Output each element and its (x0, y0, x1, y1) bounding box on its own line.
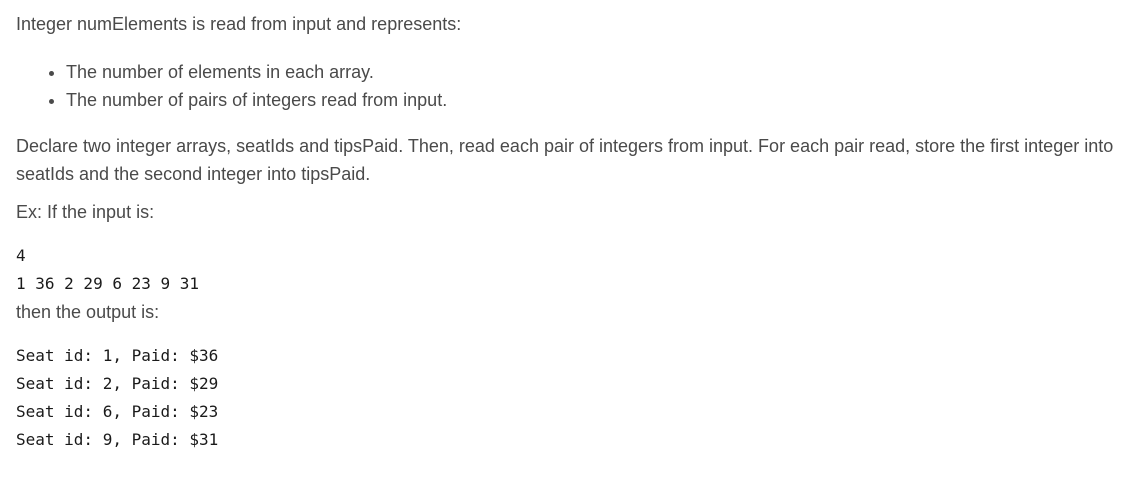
intro-paragraph: Integer numElements is read from input a… (16, 14, 462, 34)
example-label: Ex: If the input is: (16, 202, 155, 222)
input-line-count: 4 (16, 246, 26, 265)
problem-statement: Integer numElements is read from input a… (16, 10, 1121, 454)
declare-paragraph: Declare two integer arrays, seatIds and … (16, 136, 1114, 184)
output-line: Seat id: 2, Paid: $29 (16, 374, 219, 393)
example-input-block: 4 1 36 2 29 6 23 9 31 (16, 242, 1121, 298)
bullet-list: The number of elements in each array. Th… (16, 58, 1121, 114)
input-line-pairs: 1 36 2 29 6 23 9 31 (16, 274, 200, 293)
example-output-block: Seat id: 1, Paid: $36 Seat id: 2, Paid: … (16, 342, 1121, 454)
output-line: Seat id: 6, Paid: $23 (16, 402, 219, 421)
output-line: Seat id: 1, Paid: $36 (16, 346, 219, 365)
bullet-item-pairs: The number of pairs of integers read fro… (66, 86, 1121, 114)
output-line: Seat id: 9, Paid: $31 (16, 430, 219, 449)
bullet-item-elements: The number of elements in each array. (66, 58, 1121, 86)
output-label: then the output is: (16, 302, 160, 322)
